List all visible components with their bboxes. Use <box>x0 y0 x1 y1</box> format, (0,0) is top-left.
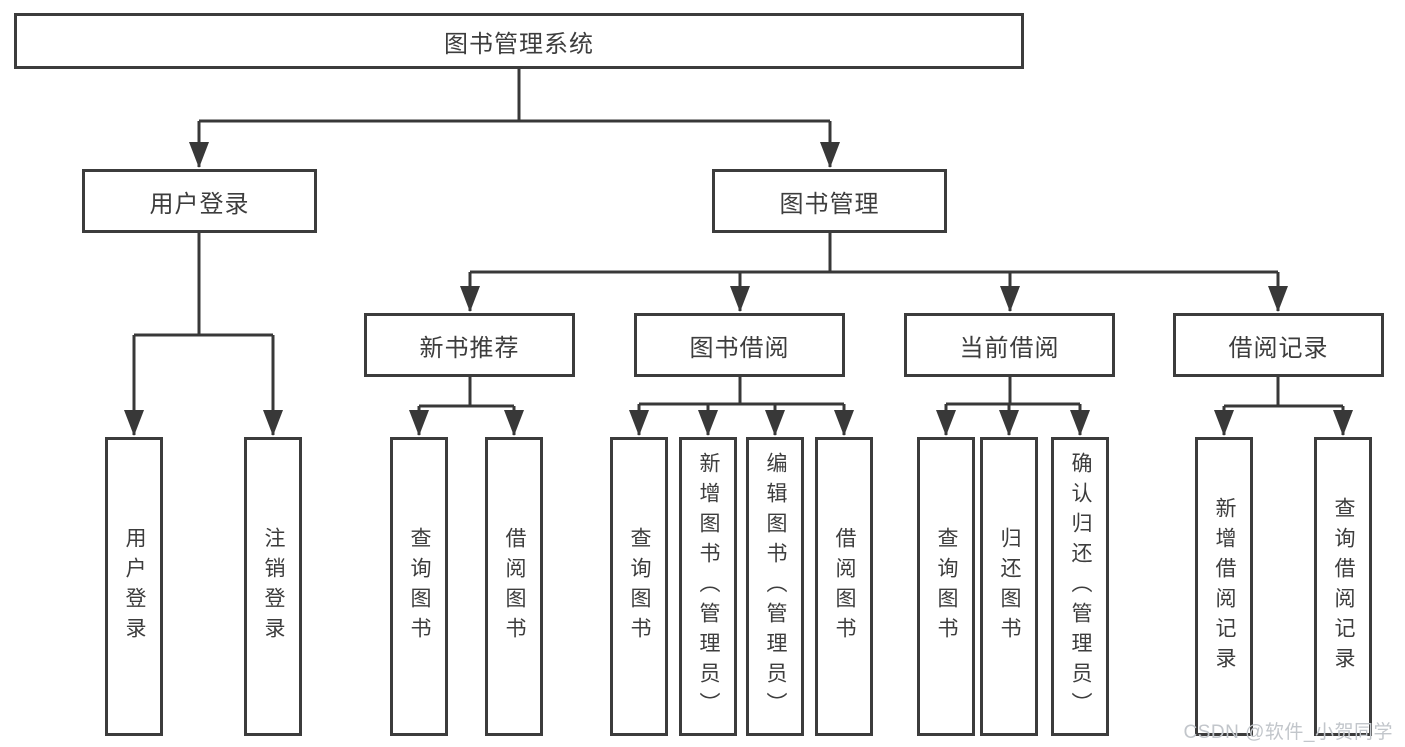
node-logout: 注销登录 <box>244 437 302 736</box>
node-nbr-borrow-books: 借阅图书 <box>485 437 543 736</box>
node-br-add-record: 新增借阅记录 <box>1195 437 1253 736</box>
connector-book-borrow <box>639 377 844 406</box>
connector-book-management <box>470 233 1278 274</box>
node-br-query-record: 查询借阅记录 <box>1314 437 1372 736</box>
node-bb-add-books-admin: 新增图书（管理员） <box>679 437 737 736</box>
node-user-login: 用户登录 <box>82 169 317 233</box>
csdn-watermark: CSDN @软件_小贺同学 <box>1183 722 1393 743</box>
node-book-borrow: 图书借阅 <box>634 313 845 377</box>
leaf-label: 借阅图书 <box>503 526 526 647</box>
leaf-label: 查询借阅记录 <box>1332 496 1355 677</box>
node-current-borrow: 当前借阅 <box>904 313 1115 377</box>
leaf-label: 归还图书 <box>998 526 1021 647</box>
connector-new-book <box>419 377 514 408</box>
leaf-label: 查询图书 <box>408 526 431 647</box>
node-cb-confirm-return-admin: 确认归还（管理员） <box>1051 437 1109 736</box>
connector-user-login <box>134 233 273 337</box>
node-new-book-recommend: 新书推荐 <box>364 313 575 377</box>
leaf-label: 新增借阅记录 <box>1213 496 1236 677</box>
node-bb-borrow-books: 借阅图书 <box>815 437 873 736</box>
node-root: 图书管理系统 <box>14 13 1024 69</box>
connector-borrow-records <box>1224 377 1343 408</box>
node-bb-query-books: 查询图书 <box>610 437 668 736</box>
leaf-label: 新增图书（管理员） <box>697 451 720 722</box>
node-book-management: 图书管理 <box>712 169 947 233</box>
node-bb-edit-books-admin: 编辑图书（管理员） <box>746 437 804 736</box>
leaf-label: 用户登录 <box>123 526 146 647</box>
leaf-label: 确认归还（管理员） <box>1069 451 1092 722</box>
connector-current-borrow <box>946 377 1080 406</box>
leaf-label: 查询图书 <box>935 526 958 647</box>
leaf-label: 注销登录 <box>262 526 285 647</box>
leaf-label: 借阅图书 <box>833 526 856 647</box>
connector-root <box>199 69 830 123</box>
node-user-login-leaf: 用户登录 <box>105 437 163 736</box>
node-cb-query-books: 查询图书 <box>917 437 975 736</box>
leaf-label: 编辑图书（管理员） <box>764 451 787 722</box>
node-borrow-records: 借阅记录 <box>1173 313 1384 377</box>
node-nbr-query-books: 查询图书 <box>390 437 448 736</box>
node-cb-return-books: 归还图书 <box>980 437 1038 736</box>
leaf-label: 查询图书 <box>628 526 651 647</box>
